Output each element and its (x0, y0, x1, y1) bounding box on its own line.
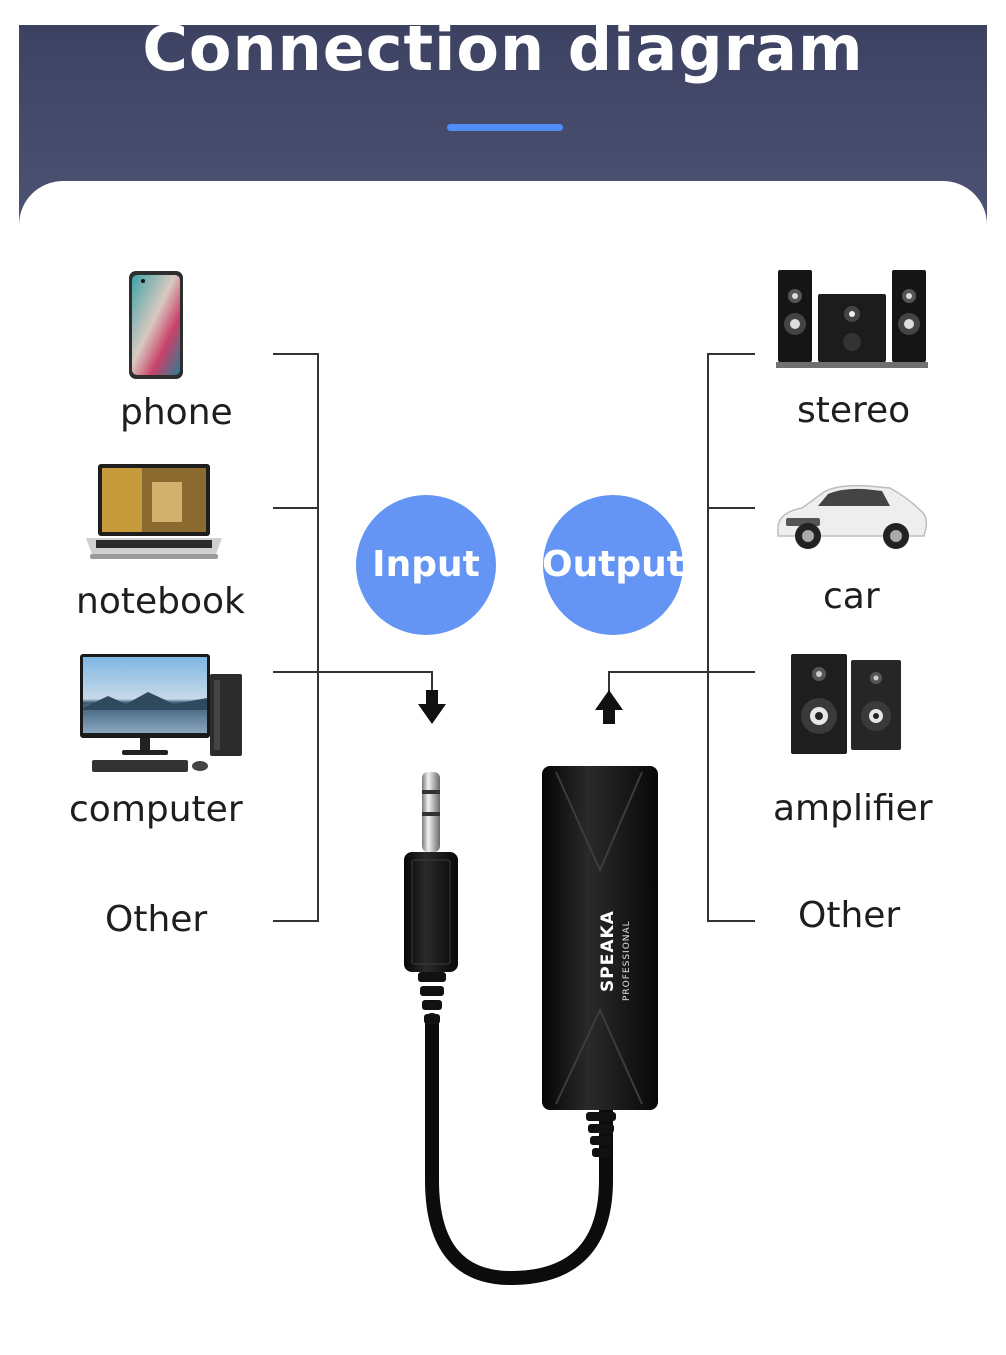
output-branch-amplifier (608, 671, 755, 692)
output-label-amplifier: amplifier (773, 788, 933, 829)
speaker-amplifier-icon (791, 654, 901, 754)
audio-isolator-device (404, 766, 658, 1286)
output-bubble: Output (542, 495, 684, 635)
input-label-notebook: notebook (76, 581, 245, 622)
output-label-stereo: stereo (797, 390, 911, 431)
input-bubble: Input (356, 495, 496, 635)
input-label-phone: phone (120, 392, 233, 433)
phone-icon (129, 271, 183, 379)
brand-logo: SPEAKA (598, 910, 618, 992)
input-label-computer: computer (69, 789, 243, 830)
laptop-icon (86, 464, 222, 559)
input-branch-computer (273, 671, 433, 690)
stereo-system-icon (776, 270, 928, 368)
output-bracket (707, 353, 755, 922)
brand-subtitle: PROFESSIONAL (622, 920, 632, 1001)
arrow-up-icon (595, 690, 623, 724)
car-icon (777, 484, 928, 549)
desktop-computer-icon (80, 654, 242, 772)
input-bracket (273, 353, 319, 922)
arrow-down-icon (418, 690, 446, 724)
output-label-other: Other (798, 895, 901, 936)
output-label-car: car (823, 576, 880, 617)
input-label-other: Other (105, 899, 208, 940)
title-underline (447, 124, 563, 131)
page-title: Connection diagram (142, 12, 864, 85)
